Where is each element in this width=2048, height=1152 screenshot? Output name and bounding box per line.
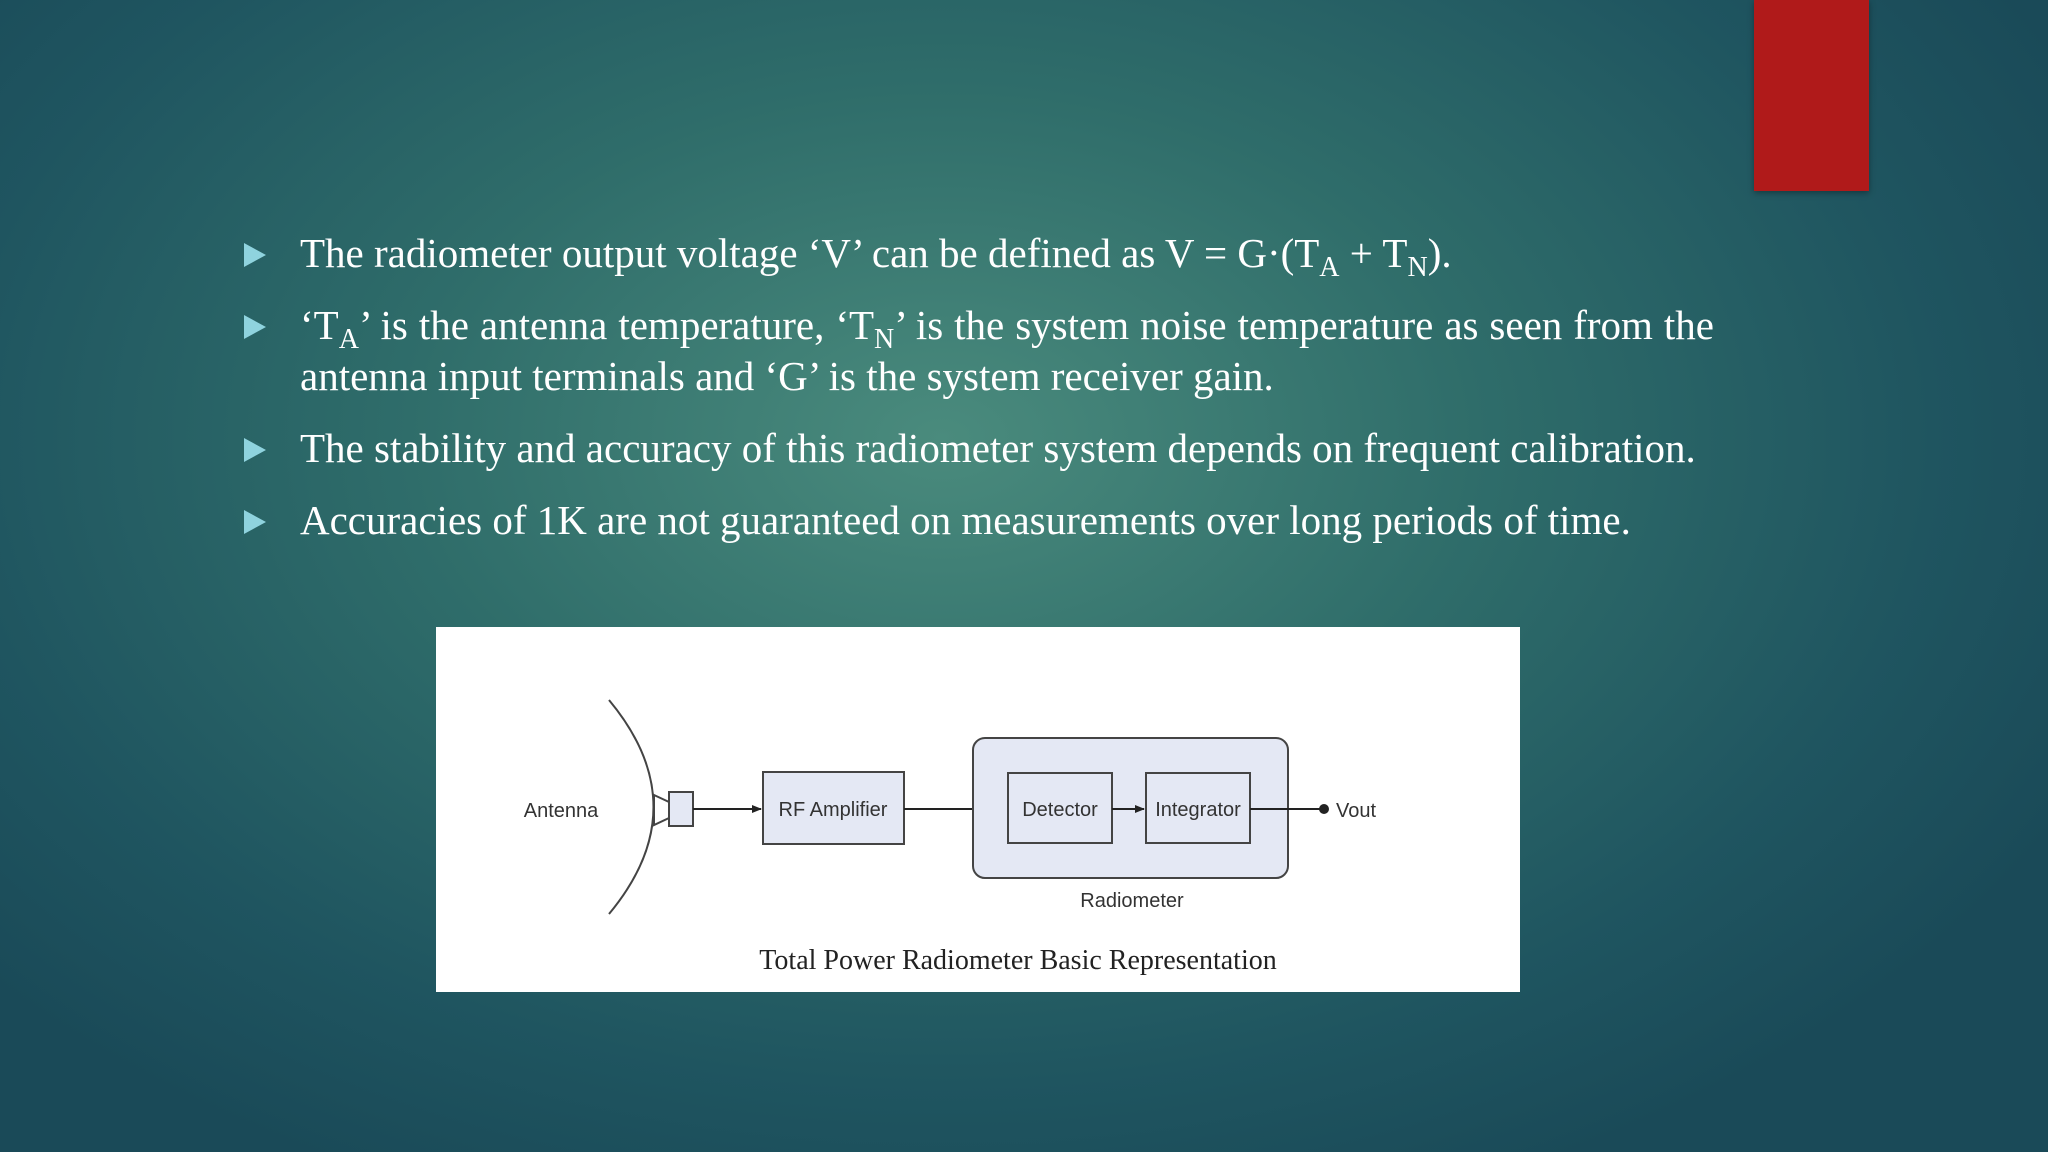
triangle-bullet-icon [244, 438, 266, 462]
text-run: The stability and accuracy of this radio… [300, 425, 1696, 471]
bullet-item: ‘TA’ is the antenna temperature, ‘TN’ is… [244, 300, 1714, 402]
subscript: N [874, 324, 895, 355]
output-terminal-dot [1319, 804, 1329, 814]
triangle-bullet-icon [244, 315, 266, 339]
text-run: ‘T [300, 302, 339, 348]
feed-box [668, 791, 694, 827]
text-run: ’ is the antenna temperature, ‘T [358, 302, 875, 348]
bullet-text: Accuracies of 1K are not guaranteed on m… [300, 497, 1631, 543]
integrator-box [1145, 772, 1251, 844]
figure-caption: Total Power Radiometer Basic Representat… [759, 945, 1277, 976]
rf-amplifier-label: RF Amplifier [779, 799, 888, 821]
bullet-item: Accuracies of 1K are not guaranteed on m… [244, 495, 1714, 546]
antenna-label: Antenna [524, 800, 599, 822]
bullet-item: The radiometer output voltage ‘V’ can be… [244, 228, 1714, 282]
bullet-text: The stability and accuracy of this radio… [300, 425, 1696, 471]
radiometer-group-label: Radiometer [1080, 890, 1184, 912]
text-run: Accuracies of 1K are not guaranteed on m… [300, 497, 1631, 543]
subscript: A [338, 324, 359, 355]
subscript: N [1407, 252, 1428, 283]
text-run: + T [1339, 230, 1408, 276]
text-run: ). [1427, 230, 1452, 276]
radiometer-figure: Antenna RF Amplifier Radiometer Detector… [436, 627, 1520, 992]
feed-horn-icon [653, 793, 670, 827]
detector-label: Detector [1022, 799, 1098, 821]
triangle-bullet-icon [244, 510, 266, 534]
integrator-label: Integrator [1155, 799, 1241, 821]
text-run: The radiometer output voltage ‘V’ can be… [300, 230, 1320, 276]
subscript: A [1319, 252, 1340, 283]
text-run: ’ is the system noise temperature as see… [300, 302, 1715, 399]
triangle-bullet-icon [244, 243, 266, 267]
bullet-text: ‘TA’ is the antenna temperature, ‘TN’ is… [300, 302, 1714, 399]
antenna-dish-icon [608, 699, 655, 915]
rf-amplifier-box [762, 771, 905, 845]
detector-box [1007, 772, 1113, 844]
accent-bar [1754, 0, 1869, 191]
bullet-item: The stability and accuracy of this radio… [244, 423, 1714, 474]
bullet-list: The radiometer output voltage ‘V’ can be… [244, 228, 1714, 567]
bullet-text: The radiometer output voltage ‘V’ can be… [300, 230, 1452, 282]
block-diagram: Antenna RF Amplifier Radiometer Detector… [524, 699, 1376, 915]
output-label: Vout [1336, 800, 1376, 822]
